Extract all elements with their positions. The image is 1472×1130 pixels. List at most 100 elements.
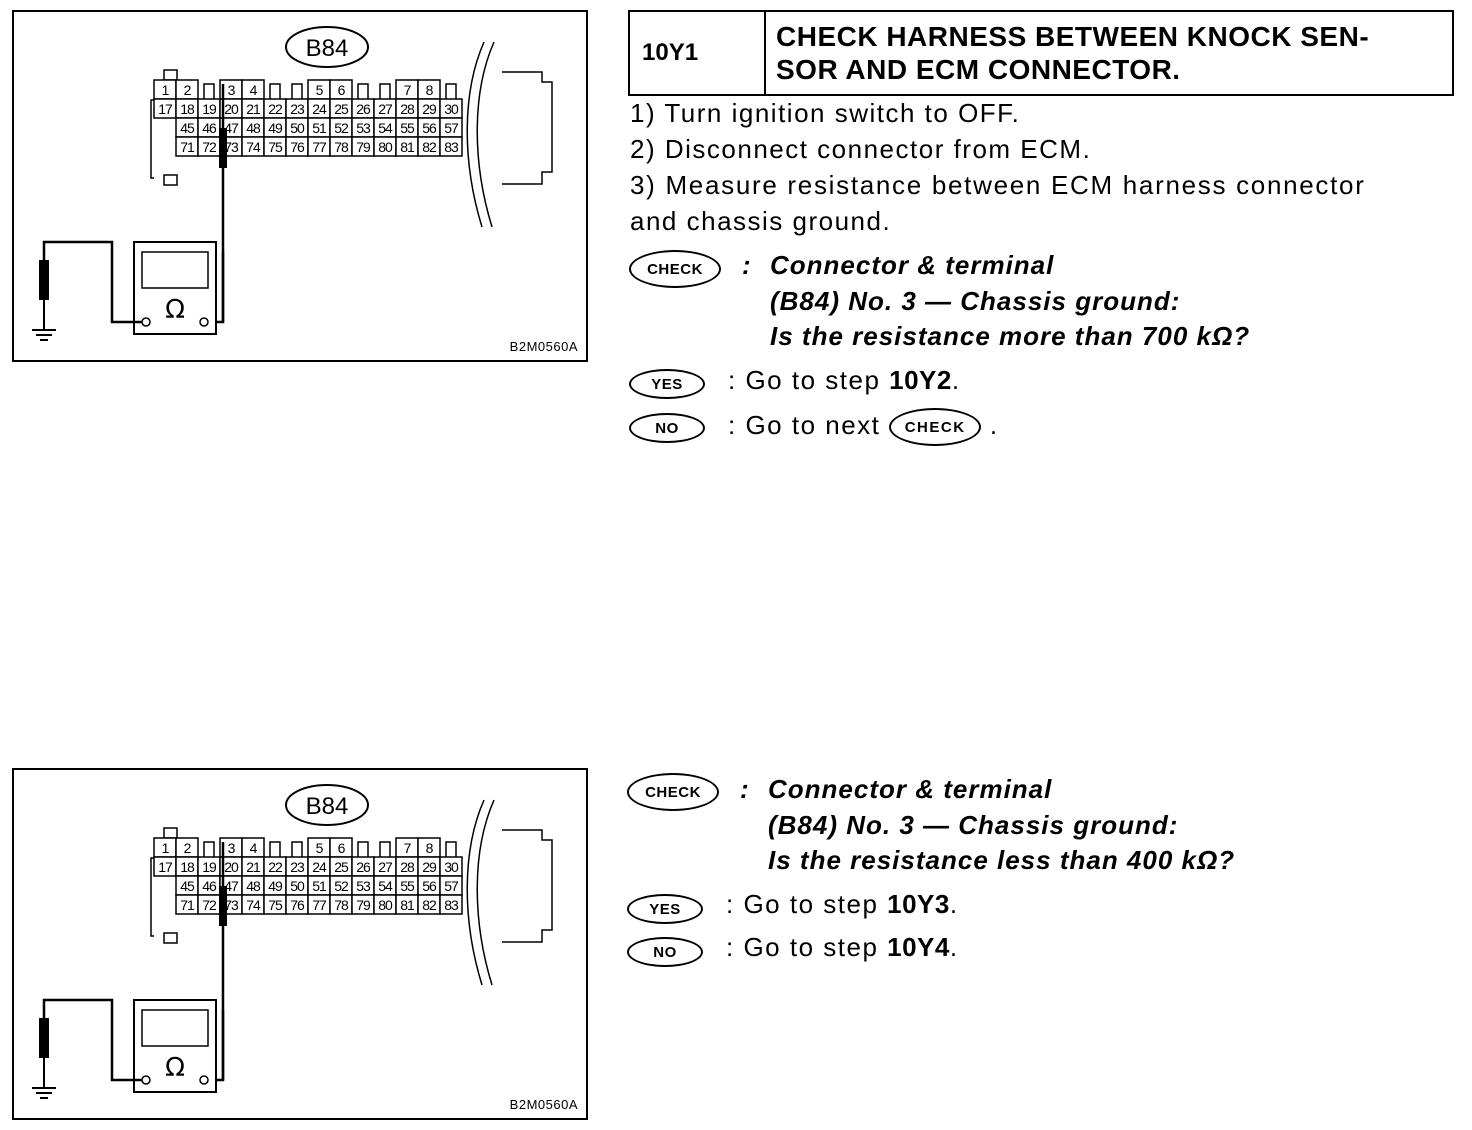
meter-terminal bbox=[199, 317, 209, 327]
terminal-number: 79 bbox=[356, 897, 371, 913]
terminal-number: 19 bbox=[202, 859, 217, 875]
step-title: CHECK HARNESS BETWEEN KNOCK SEN- SOR AND… bbox=[766, 12, 1452, 94]
connector-bracket bbox=[150, 99, 154, 179]
terminal-number: 24 bbox=[312, 101, 327, 117]
no2-prefix: : Go to step bbox=[726, 932, 888, 962]
connector-key bbox=[291, 841, 303, 857]
terminal-number: 3 bbox=[228, 82, 236, 98]
terminal-number: 53 bbox=[356, 878, 371, 894]
terminal-number: 49 bbox=[268, 878, 283, 894]
connector-label-ellipse bbox=[285, 784, 369, 826]
check2-line1: Connector & terminal bbox=[768, 774, 1053, 804]
terminal-number: 4 bbox=[250, 840, 258, 856]
yes2-target[interactable]: 10Y3 bbox=[887, 889, 950, 919]
instruction-2: 2) Disconnect connector from ECM. bbox=[630, 134, 1092, 164]
terminal-number: 46 bbox=[202, 878, 217, 894]
connector-latch bbox=[163, 69, 178, 81]
check-badge-icon: CHECK bbox=[627, 773, 719, 811]
terminal-number: 76 bbox=[290, 897, 305, 913]
figure-code: B2M0560A bbox=[509, 339, 578, 354]
terminal-number: 49 bbox=[268, 120, 283, 136]
terminal-number: 77 bbox=[312, 897, 327, 913]
ohm-icon: Ω bbox=[165, 295, 185, 325]
meter-terminal bbox=[141, 1075, 151, 1085]
terminal-number: 72 bbox=[202, 139, 217, 155]
no1-suffix: . bbox=[981, 409, 999, 440]
terminal-number: 80 bbox=[378, 139, 393, 155]
terminal-number: 7 bbox=[404, 82, 412, 98]
terminal-number: 27 bbox=[378, 101, 393, 117]
no2-target[interactable]: 10Y4 bbox=[887, 932, 950, 962]
terminal-number: 51 bbox=[312, 878, 327, 894]
terminal-number: 78 bbox=[334, 139, 349, 155]
terminal-number: 4 bbox=[250, 82, 258, 98]
ohm-icon: Ω bbox=[165, 1053, 185, 1083]
terminal-number: 75 bbox=[268, 139, 283, 155]
terminal-number: 29 bbox=[422, 859, 437, 875]
check2-line2: (B84) No. 3 — Chassis ground: bbox=[768, 810, 1179, 840]
probe-tip bbox=[219, 886, 227, 926]
check-badge-icon: CHECK bbox=[889, 408, 982, 446]
no2-result: : Go to step 10Y4. bbox=[726, 932, 959, 963]
terminal-number: 26 bbox=[356, 101, 371, 117]
terminal-number: 2 bbox=[184, 840, 192, 856]
terminal-number: 53 bbox=[356, 120, 371, 136]
terminal-number: 54 bbox=[378, 878, 393, 894]
terminal-number: 28 bbox=[400, 101, 415, 117]
yes-badge-icon: YES bbox=[629, 369, 705, 399]
terminal-number: 20 bbox=[224, 101, 239, 117]
ohmmeter-display bbox=[141, 1009, 209, 1047]
connector-key bbox=[357, 83, 369, 99]
terminal-number: 25 bbox=[334, 101, 349, 117]
break-line bbox=[466, 799, 485, 986]
yes1-suffix: . bbox=[951, 365, 961, 395]
terminal-number: 28 bbox=[400, 859, 415, 875]
terminal-number: 18 bbox=[180, 859, 195, 875]
terminal-number: 75 bbox=[268, 897, 283, 913]
terminal-number: 30 bbox=[444, 101, 459, 117]
check-colon: : bbox=[740, 774, 749, 804]
terminal-number: 5 bbox=[316, 82, 324, 98]
yes1-prefix: : Go to step bbox=[728, 365, 890, 395]
terminal-number: 80 bbox=[378, 897, 393, 913]
no-badge-icon: NO bbox=[627, 937, 703, 967]
break-line bbox=[476, 41, 495, 228]
terminal-number: 81 bbox=[400, 897, 415, 913]
instruction-1: 1) Turn ignition switch to OFF. bbox=[630, 98, 1021, 128]
terminal-number: 7 bbox=[404, 840, 412, 856]
terminal-number: 24 bbox=[312, 859, 327, 875]
connector-latch bbox=[163, 174, 178, 186]
meter-terminal bbox=[141, 317, 151, 327]
terminal-number: 83 bbox=[444, 139, 459, 155]
terminal-number: 81 bbox=[400, 139, 415, 155]
connector-key bbox=[291, 83, 303, 99]
ground-wire bbox=[42, 998, 142, 1082]
connector-key bbox=[379, 83, 391, 99]
terminal-number: 46 bbox=[202, 120, 217, 136]
terminal-number: 57 bbox=[444, 120, 459, 136]
terminal-number: 71 bbox=[180, 139, 195, 155]
terminal-number: 54 bbox=[378, 120, 393, 136]
terminal-number: 26 bbox=[356, 859, 371, 875]
terminal-number: 18 bbox=[180, 101, 195, 117]
connector-key bbox=[445, 83, 457, 99]
yes2-result: : Go to step 10Y3. bbox=[726, 889, 959, 920]
terminal-number: 51 bbox=[312, 120, 327, 136]
terminal-number: 55 bbox=[400, 120, 415, 136]
terminal-number: 47 bbox=[224, 120, 239, 136]
connector-cell bbox=[439, 136, 463, 157]
terminal-number: 56 bbox=[422, 120, 437, 136]
check-badge-icon: CHECK bbox=[629, 250, 721, 288]
connector-key bbox=[203, 841, 215, 857]
ground-wire bbox=[42, 240, 142, 324]
connector-label: B84 bbox=[306, 793, 349, 820]
terminal-number: 48 bbox=[246, 878, 261, 894]
yes1-target[interactable]: 10Y2 bbox=[889, 365, 952, 395]
terminal-number: 25 bbox=[334, 859, 349, 875]
step-header: 10Y1 CHECK HARNESS BETWEEN KNOCK SEN- SO… bbox=[628, 10, 1454, 96]
terminal-number: 72 bbox=[202, 897, 217, 913]
